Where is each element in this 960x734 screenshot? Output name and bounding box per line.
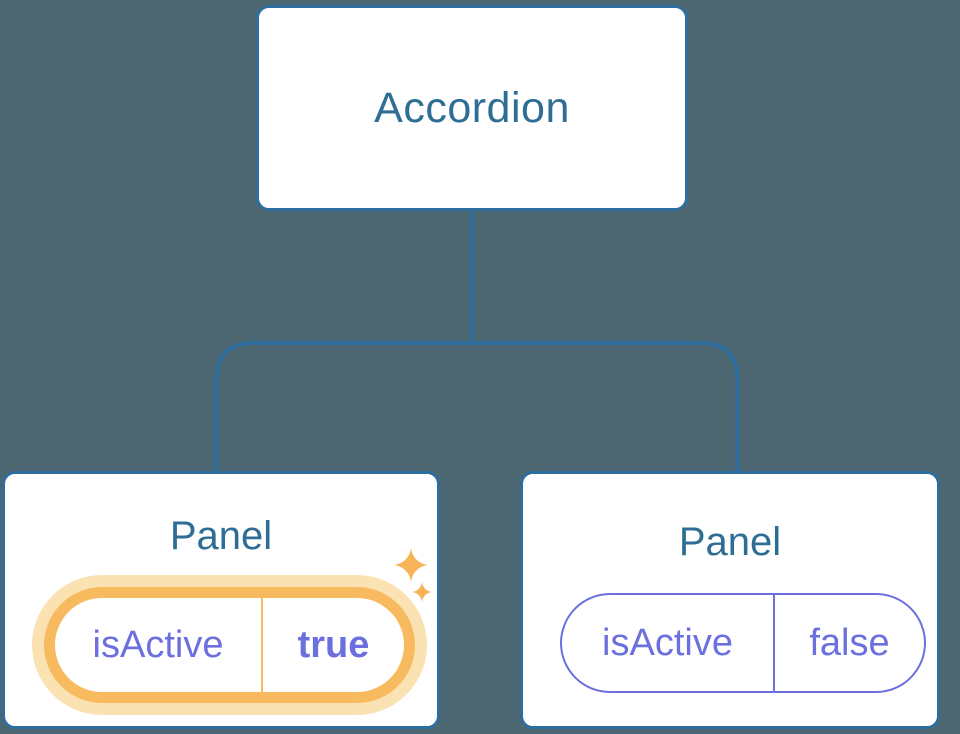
state-value-label: true bbox=[297, 624, 370, 666]
state-name-label: isActive bbox=[92, 624, 224, 666]
panel-node-label: Panel bbox=[678, 520, 782, 564]
sparkle-icon bbox=[394, 548, 428, 582]
pill-divider bbox=[261, 598, 263, 692]
accordion-node: Accordion bbox=[256, 5, 688, 211]
state-pill-inactive: isActive false bbox=[560, 593, 926, 693]
pill-divider bbox=[773, 595, 775, 691]
state-name-label: isActive bbox=[602, 622, 733, 664]
accordion-node-label: Accordion bbox=[374, 83, 570, 132]
state-value-label: false bbox=[809, 622, 890, 664]
panel-node-inactive: Panel isActive false bbox=[520, 471, 940, 729]
sparkle-icon bbox=[412, 582, 432, 602]
state-pill-active: isActive true bbox=[44, 587, 415, 703]
panel-node-label: Panel bbox=[169, 514, 273, 558]
connector-bracket bbox=[214, 341, 740, 471]
panel-node-active: Panel isActive true bbox=[2, 471, 440, 729]
